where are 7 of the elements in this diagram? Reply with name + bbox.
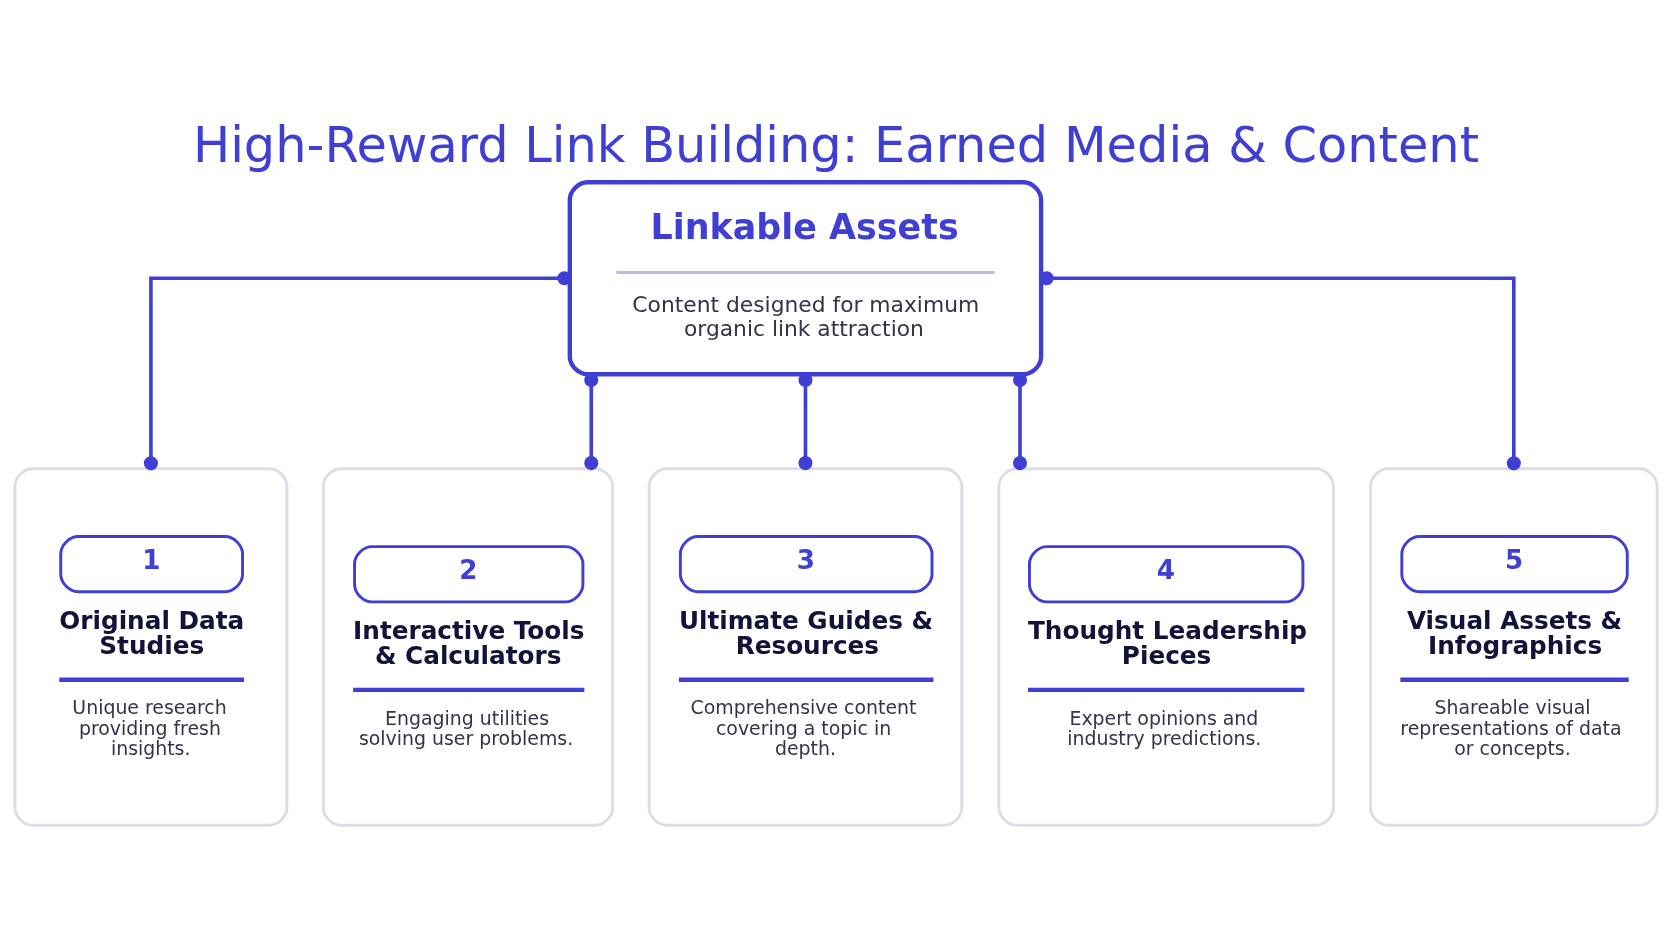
node-box: 5 Visual Assets & Infographics Shareable visual representations of data or concepts. (1369, 466, 1659, 827)
node-box: 3 Ultimate Guides & Resources Comprehensive content covering a topic in depth. (647, 466, 964, 827)
node-box: 4 Thought Leadership Pieces Expert opinions and industry predictions. (997, 466, 1335, 827)
node-box: Linkable Assets Content designed for maximum organic link attraction (567, 179, 1044, 376)
node-box: 1 Original Data Studies Unique research providing fresh insights. (13, 466, 289, 827)
node-box: 2 Interactive Tools & Calculators Engaging utilities solving user problems. (321, 466, 615, 827)
diagram-title: High-Reward Link Building: Earned Media & Content (192, 115, 1480, 174)
